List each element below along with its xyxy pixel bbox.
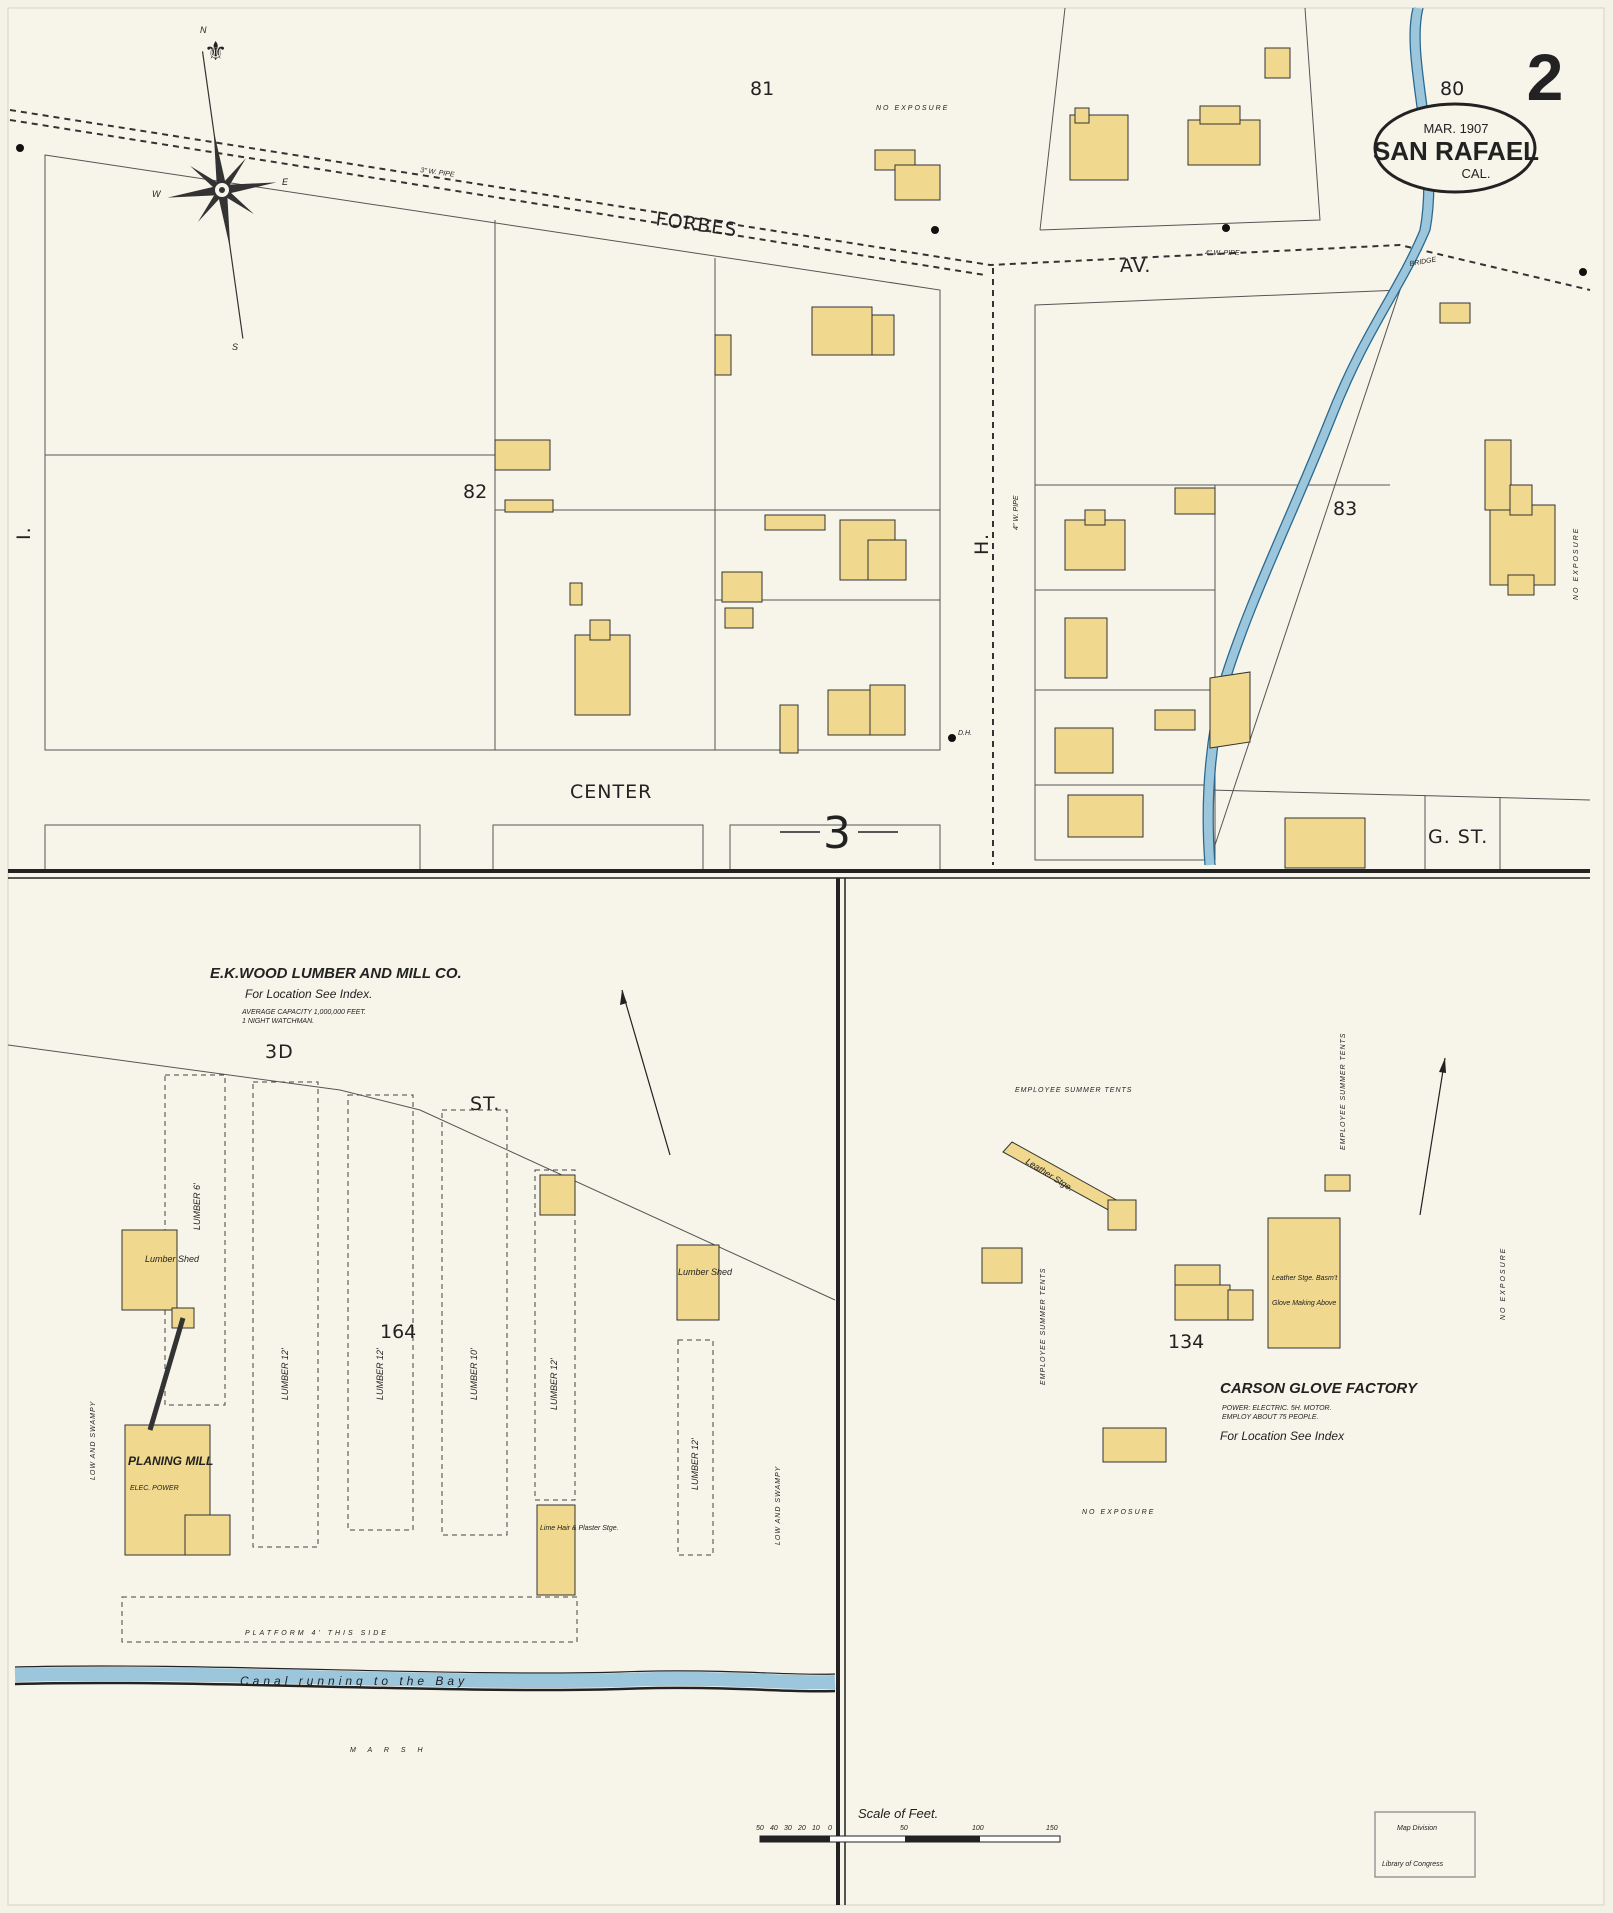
pipe-4-label: 4" W. PIPE bbox=[1205, 250, 1240, 257]
lumber-note-capacity: AVERAGE CAPACITY 1,000,000 FEET. bbox=[241, 1009, 366, 1016]
lumber-shed-right: Lumber Shed bbox=[678, 1267, 733, 1277]
marsh-label: M A R S H bbox=[350, 1747, 428, 1754]
compass-fleur-icon: ⚜ bbox=[204, 36, 227, 66]
stamp-line1: Map Division bbox=[1397, 1825, 1437, 1832]
scale-bar: Scale of Feet. 50 40 30 20 10 0 50 100 1… bbox=[756, 1806, 1061, 1843]
forbes-av-road-edge bbox=[9, 109, 1591, 291]
block-164: 164 bbox=[380, 1321, 416, 1343]
lumber-12d-label: LUMBER 12' bbox=[690, 1438, 700, 1490]
block-81-lots bbox=[1039, 7, 1321, 231]
scale-tick-3: 20 bbox=[797, 1825, 806, 1832]
no-exposure-right2: NO EXPOSURE bbox=[1500, 1247, 1507, 1320]
third-st-label: ST. bbox=[470, 1093, 500, 1115]
scale-label: Scale of Feet. bbox=[858, 1806, 938, 1821]
pipe-3-label: 3" W. PIPE bbox=[420, 167, 455, 179]
glove-title: CARSON GLOVE FACTORY bbox=[1220, 1380, 1419, 1397]
scale-tick-0: 50 bbox=[756, 1825, 764, 1832]
leather-basement-label: Leather Stge. Basm't bbox=[1272, 1275, 1338, 1282]
forbes-av-label: AV. bbox=[1120, 255, 1151, 277]
block-134: 134 bbox=[1168, 1331, 1204, 1353]
canal bbox=[14, 1666, 836, 1690]
third-label: 3D bbox=[265, 1041, 294, 1063]
lumber-12b-label: LUMBER 12' bbox=[375, 1348, 385, 1400]
lumber-buildings bbox=[121, 1174, 720, 1596]
stamp-line2: Library of Congress bbox=[1382, 1861, 1444, 1868]
sheet-city: SAN RAFAEL bbox=[1373, 136, 1539, 166]
no-exposure-right: NO EXPOSURE bbox=[1573, 527, 1580, 600]
upper-buildings bbox=[494, 47, 1556, 869]
h-street-label: H. bbox=[971, 533, 993, 555]
bridge-label: BRIDGE bbox=[1409, 256, 1437, 268]
sheet-ref-3: 3 bbox=[823, 808, 851, 859]
glove-employ: EMPLOY ABOUT 75 PEOPLE. bbox=[1222, 1414, 1319, 1421]
block-81: 81 bbox=[750, 78, 774, 100]
pipe-4-h-label: 4" W. PIPE bbox=[1013, 495, 1020, 530]
compass-rose: ⚜ bbox=[167, 36, 277, 339]
hydrant-markers bbox=[16, 144, 1587, 742]
block-80: 80 bbox=[1440, 78, 1464, 100]
canal-label: Canal running to the Bay bbox=[240, 1674, 468, 1688]
block-83: 83 bbox=[1333, 498, 1357, 520]
elec-power-label: ELEC. POWER bbox=[130, 1485, 179, 1492]
scale-tick-1: 40 bbox=[770, 1825, 778, 1832]
lumber-note-watchman: 1 NIGHT WATCHMAN. bbox=[242, 1018, 314, 1025]
platform-label: PLATFORM 4' THIS SIDE bbox=[245, 1630, 389, 1637]
scale-tick-4: 10 bbox=[812, 1825, 820, 1832]
glove-making-label: Glove Making Above bbox=[1272, 1300, 1336, 1307]
block-82: 82 bbox=[463, 481, 487, 503]
scale-tick-5: 0 bbox=[828, 1825, 832, 1832]
no-exposure-top: NO EXPOSURE bbox=[876, 105, 949, 112]
lumber-shed-left: Lumber Shed bbox=[145, 1254, 200, 1264]
tents-right-label: EMPLOYEE SUMMER TENTS bbox=[1340, 1033, 1347, 1150]
lumber-north-arrow bbox=[621, 989, 671, 1156]
library-stamp: Map Division Library of Congress bbox=[1374, 1811, 1476, 1878]
sheet-date: MAR. 1907 bbox=[1423, 121, 1488, 136]
lumber-title: E.K.WOOD LUMBER AND MILL CO. bbox=[210, 965, 462, 982]
scale-tick-7: 100 bbox=[972, 1825, 984, 1832]
glove-power: POWER: ELECTRIC. 5H. MOTOR. bbox=[1222, 1405, 1332, 1412]
glove-buildings bbox=[981, 1141, 1351, 1463]
low-swampy-right: LOW AND SWAMPY bbox=[775, 1465, 782, 1545]
low-swampy-left: LOW AND SWAMPY bbox=[90, 1400, 97, 1480]
i-street-label: I. bbox=[13, 526, 35, 540]
lumber-piles bbox=[121, 1074, 714, 1643]
g-street-label: G. ST. bbox=[1428, 826, 1488, 848]
scale-tick-6: 50 bbox=[900, 1825, 908, 1832]
compass-w: W bbox=[152, 189, 162, 199]
scale-tick-2: 30 bbox=[784, 1825, 792, 1832]
lumber-subtitle: For Location See Index. bbox=[245, 987, 372, 1001]
lumber-6-label: LUMBER 6' bbox=[192, 1183, 202, 1230]
sheet-state: CAL. bbox=[1462, 166, 1491, 181]
third-street-edge bbox=[7, 1044, 836, 1301]
no-exposure-bottom: NO EXPOSURE bbox=[1082, 1509, 1155, 1516]
sheet-number: 2 bbox=[1527, 40, 1564, 114]
glove-subtitle: For Location See Index bbox=[1220, 1429, 1345, 1443]
tents-left-label: EMPLOYEE SUMMER TENTS bbox=[1040, 1268, 1047, 1385]
glove-north-arrow bbox=[1419, 1057, 1446, 1216]
planing-mill-label: PLANING MILL bbox=[128, 1454, 213, 1468]
lumber-10-label: LUMBER 10' bbox=[469, 1348, 479, 1400]
title-cartouche: MAR. 1907 SAN RAFAEL CAL. bbox=[1373, 102, 1539, 194]
tents-top-label: EMPLOYEE SUMMER TENTS bbox=[1015, 1087, 1132, 1094]
compass-e: E bbox=[282, 177, 289, 187]
compass-s: S bbox=[232, 342, 238, 352]
compass-n: N bbox=[200, 25, 207, 35]
lumber-12c-label: LUMBER 12' bbox=[549, 1358, 559, 1410]
lime-label: Lime Hair & Plaster Stge. bbox=[540, 1525, 619, 1532]
dh-label: D.H. bbox=[958, 730, 972, 737]
lumber-12a-label: LUMBER 12' bbox=[280, 1348, 290, 1400]
scale-tick-8: 150 bbox=[1046, 1825, 1058, 1832]
center-label: CENTER bbox=[570, 781, 652, 803]
